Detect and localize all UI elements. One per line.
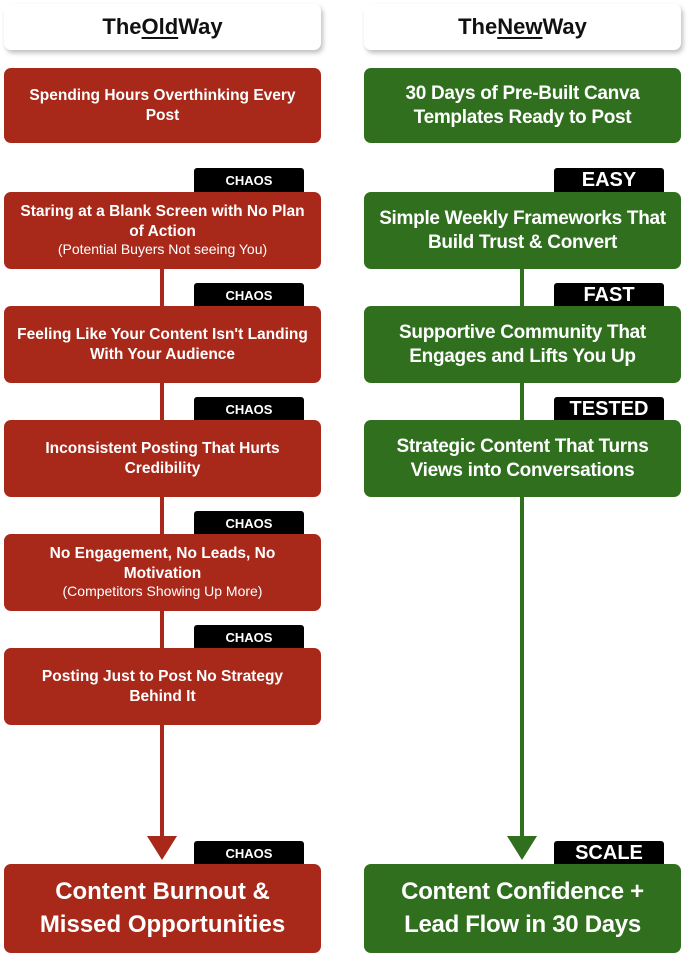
chaos-badge: CHAOS — [194, 841, 304, 865]
old-step-3: Feeling Like Your Content Isn't Landing … — [4, 306, 321, 383]
old-way-header: The Old Way — [4, 4, 321, 50]
new-arrow-head — [507, 836, 537, 860]
old-arrow-head — [147, 836, 177, 860]
old-step-2: Staring at a Blank Screen with No Plan o… — [4, 192, 321, 269]
scale-badge: SCALE — [554, 841, 664, 865]
old-step-1: Spending Hours Overthinking Every Post — [4, 68, 321, 143]
new-step-1: 30 Days of Pre-Built Canva Templates Rea… — [364, 68, 681, 143]
old-step-6: Posting Just to Post No Strategy Behind … — [4, 648, 321, 725]
new-flow-line — [520, 269, 524, 841]
fast-badge: FAST — [554, 283, 664, 307]
new-step-4: Strategic Content That Turns Views into … — [364, 420, 681, 497]
chaos-badge: CHAOS — [194, 511, 304, 535]
old-step-4: Inconsistent Posting That Hurts Credibil… — [4, 420, 321, 497]
tested-badge: TESTED — [554, 397, 664, 421]
chaos-badge: CHAOS — [194, 168, 304, 192]
new-way-header: The New Way — [364, 4, 681, 50]
chaos-badge: CHAOS — [194, 283, 304, 307]
new-step-3: Supportive Community That Engages and Li… — [364, 306, 681, 383]
chaos-badge: CHAOS — [194, 625, 304, 649]
old-final-outcome: Content Burnout & Missed Opportunities — [4, 864, 321, 953]
new-step-2: Simple Weekly Frameworks That Build Trus… — [364, 192, 681, 269]
easy-badge: EASY — [554, 168, 664, 192]
old-step-5: No Engagement, No Leads, No Motivation(C… — [4, 534, 321, 611]
new-final-outcome: Content Confidence + Lead Flow in 30 Day… — [364, 864, 681, 953]
chaos-badge: CHAOS — [194, 397, 304, 421]
